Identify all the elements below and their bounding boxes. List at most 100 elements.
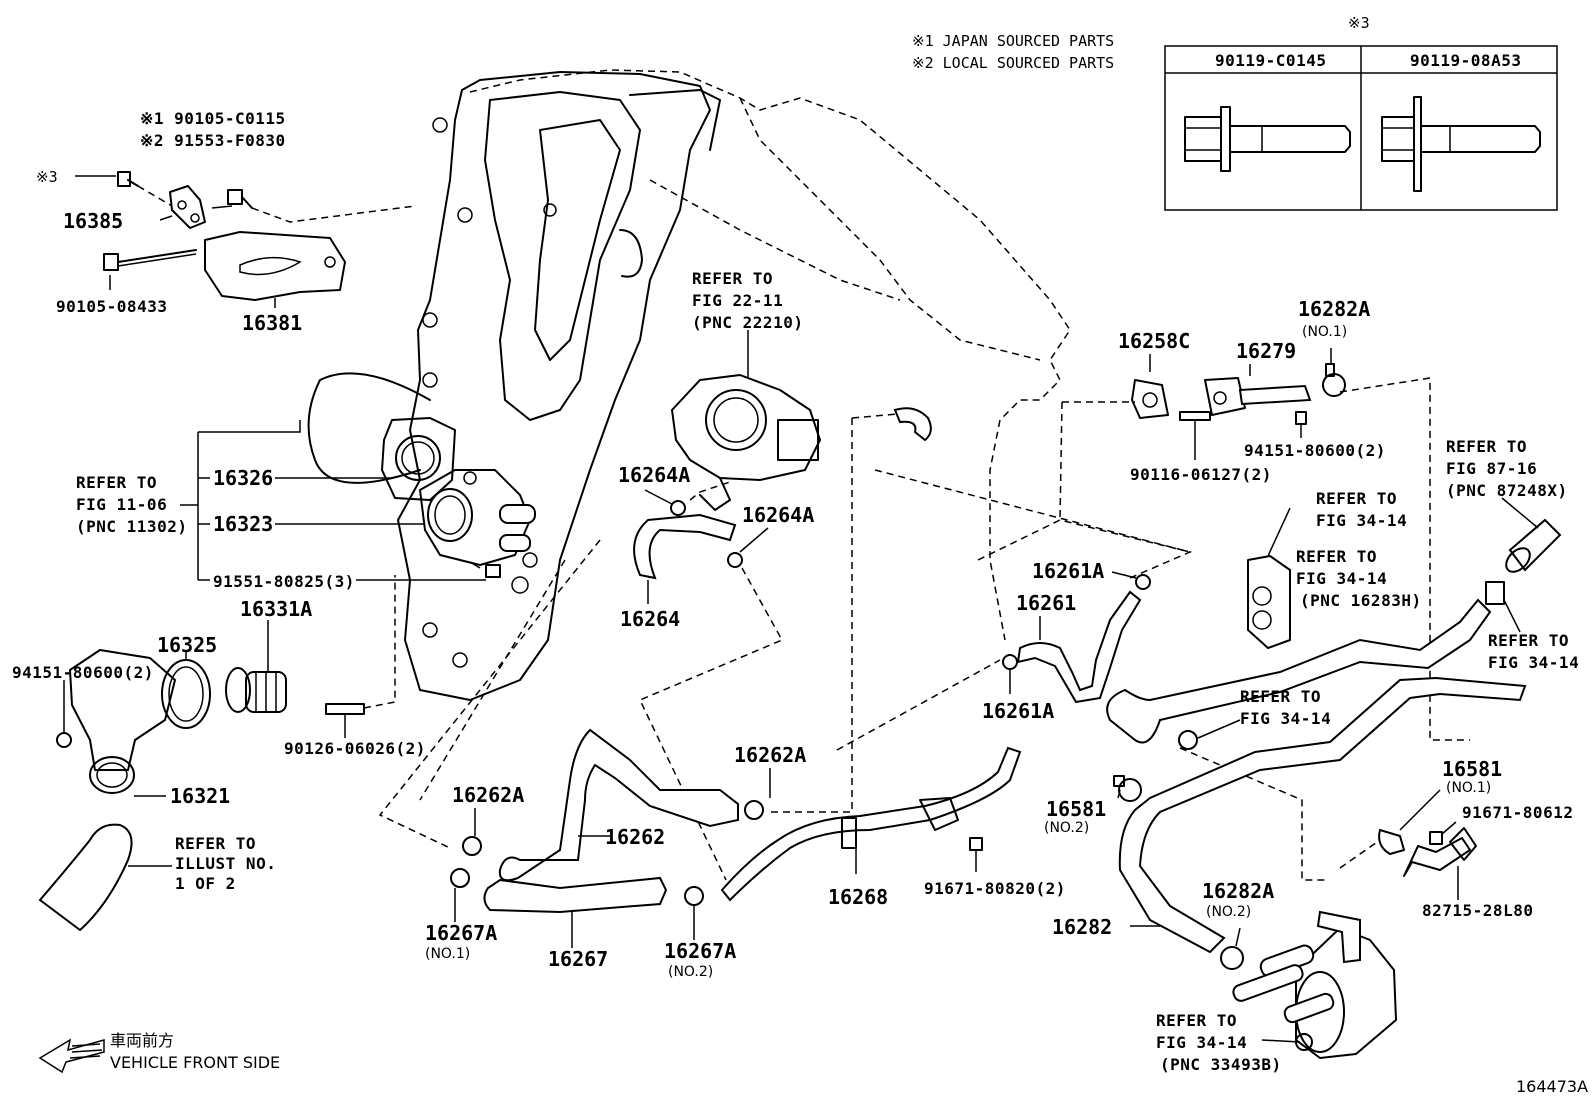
gasket-16325: [161, 659, 211, 729]
pipe-16279: [1204, 377, 1312, 416]
direction-label-en: VEHICLE FRONT SIDE: [110, 1053, 280, 1072]
throttle-body: [671, 374, 821, 511]
label-82715: 82715-28L80: [1422, 901, 1533, 920]
label-16381: 16381: [242, 311, 302, 335]
gasket-16258C: [1131, 379, 1169, 419]
water-pump-gasket: [381, 417, 456, 501]
leader-dash: [689, 481, 731, 501]
label-16282A-2: 16282A: [1202, 879, 1274, 903]
leader: [1111, 571, 1137, 579]
engine-block-outline: [307, 69, 1071, 701]
label-16267A-1-no: (NO.1): [425, 946, 470, 962]
label-16282A-1: 16282A: [1298, 297, 1370, 321]
bracket-16283H: [1247, 555, 1291, 649]
label-16262A-2: 16262A: [452, 783, 524, 807]
thermostat-16331A: [225, 667, 287, 713]
flange-bolt-icon: [1184, 106, 1351, 172]
label-16326: 16326: [213, 466, 273, 490]
ref-fig34b-line3: (PNC 16283H): [1300, 591, 1422, 610]
label-90105-08433: 90105-08433: [56, 297, 167, 316]
clip-34-14: [1485, 581, 1505, 605]
leader: [644, 489, 673, 505]
hose-16262: [498, 728, 739, 882]
hose-upper-right: [1106, 598, 1492, 744]
leader-dash: [251, 205, 416, 223]
route-dash: [977, 519, 1191, 561]
hose-clamp: [1178, 730, 1198, 750]
label-16279: 16279: [1236, 339, 1296, 363]
water-inlet-16321: [56, 649, 176, 794]
leader-dash: [363, 575, 396, 709]
leader: [1235, 927, 1241, 947]
bolt-table-col2: 90119-08A53: [1410, 51, 1521, 70]
ref-fig11-line2: FIG 11-06: [76, 495, 167, 514]
label-91671-80612: 91671-80612: [1462, 803, 1573, 822]
hose-16261: [1016, 590, 1142, 704]
bolt-90105-c0115: [227, 189, 253, 209]
route-dash: [1059, 401, 1063, 521]
label-16282A-2-no: (NO.2): [1206, 904, 1251, 920]
clamp-16267A-1: [450, 868, 470, 888]
label-16331A: 16331A: [240, 597, 312, 621]
clamp-16261A-1: [1135, 574, 1151, 590]
label-16268: 16268: [828, 885, 888, 909]
label-90105-c0115: ※1 90105-C0115: [140, 109, 286, 128]
label-16581-2: 16581: [1046, 797, 1106, 821]
label-16258C: 16258C: [1118, 329, 1190, 353]
clamp-16261A-2: [1002, 654, 1018, 670]
clamp-16282A-1: [1322, 363, 1346, 397]
leader: [1197, 719, 1241, 739]
water-pipe-87248: [1505, 518, 1562, 573]
oil-cooler: [1232, 910, 1397, 1059]
label-94151-right: 94151-80600(2): [1244, 441, 1386, 460]
ref-fig11-line1: REFER TO: [76, 473, 157, 492]
label-16282: 16282: [1052, 915, 1112, 939]
label-16262: 16262: [605, 825, 665, 849]
water-inlet-housing: [419, 469, 536, 594]
bolt-table-col1: 90119-C0145: [1215, 51, 1326, 70]
pipe-clamp: [841, 817, 857, 849]
label-90126: 90126-06026(2): [284, 739, 426, 758]
route-dash: [1339, 839, 1381, 869]
ref-illust-line2: ILLUST NO.: [175, 854, 276, 873]
clamp-16581-1: [1378, 829, 1405, 855]
label-16264: 16264: [620, 607, 680, 631]
vehicle-front-arrow-icon: [38, 1038, 105, 1074]
leader: [1399, 789, 1441, 831]
label-16581-1-no: (NO.1): [1446, 780, 1491, 796]
label-91551: 91551-80825(3): [213, 572, 355, 591]
label-91671-80820: 91671-80820(2): [924, 879, 1066, 898]
leader: [1267, 507, 1291, 557]
label-94151-left: 94151-80600(2): [12, 663, 154, 682]
ref-fig87-line1: REFER TO: [1446, 437, 1527, 456]
clamp-16262A-2: [462, 836, 482, 856]
route-dash: [874, 469, 1193, 579]
leader: [211, 205, 233, 209]
label-16385: 16385: [63, 209, 123, 233]
ref-fig34e-line1: REFER TO: [1156, 1011, 1237, 1030]
direction-label-jp: 車両前方: [110, 1031, 174, 1050]
ref-fig34b-line2: FIG 34-14: [1296, 569, 1387, 588]
leader: [1501, 497, 1539, 529]
label-16262A-1: 16262A: [734, 743, 806, 767]
ref-fig22-line2: FIG 22-11: [692, 291, 783, 310]
ref-fig34d-line1: REFER TO: [1240, 687, 1321, 706]
label-16267A-2-no: (NO.2): [668, 964, 713, 980]
label-16261A-2: 16261A: [982, 699, 1054, 723]
radiator-hose: [38, 823, 133, 932]
ref-fig34c-line2: FIG 34-14: [1488, 653, 1579, 672]
label-16264A-2: 16264A: [742, 503, 814, 527]
hose-16282: [1118, 676, 1527, 954]
ref-fig34d-line2: FIG 34-14: [1240, 709, 1331, 728]
elbow-hose: [893, 407, 932, 442]
bolt-table: ※3 90119-C0145 90119-08A53: [1164, 14, 1558, 211]
bolt-90105-08433: [103, 249, 197, 271]
label-16261A-1: 16261A: [1032, 559, 1104, 583]
label-16321: 16321: [170, 784, 230, 808]
label-16581-2-no: (NO.2): [1044, 820, 1089, 836]
note-local-sourced: ※2 LOCAL SOURCED PARTS: [912, 54, 1114, 72]
label-16264A-1: 16264A: [618, 463, 690, 487]
ref-fig34c-line1: REFER TO: [1488, 631, 1569, 650]
label-16323: 16323: [213, 512, 273, 536]
leader: [1441, 821, 1457, 835]
